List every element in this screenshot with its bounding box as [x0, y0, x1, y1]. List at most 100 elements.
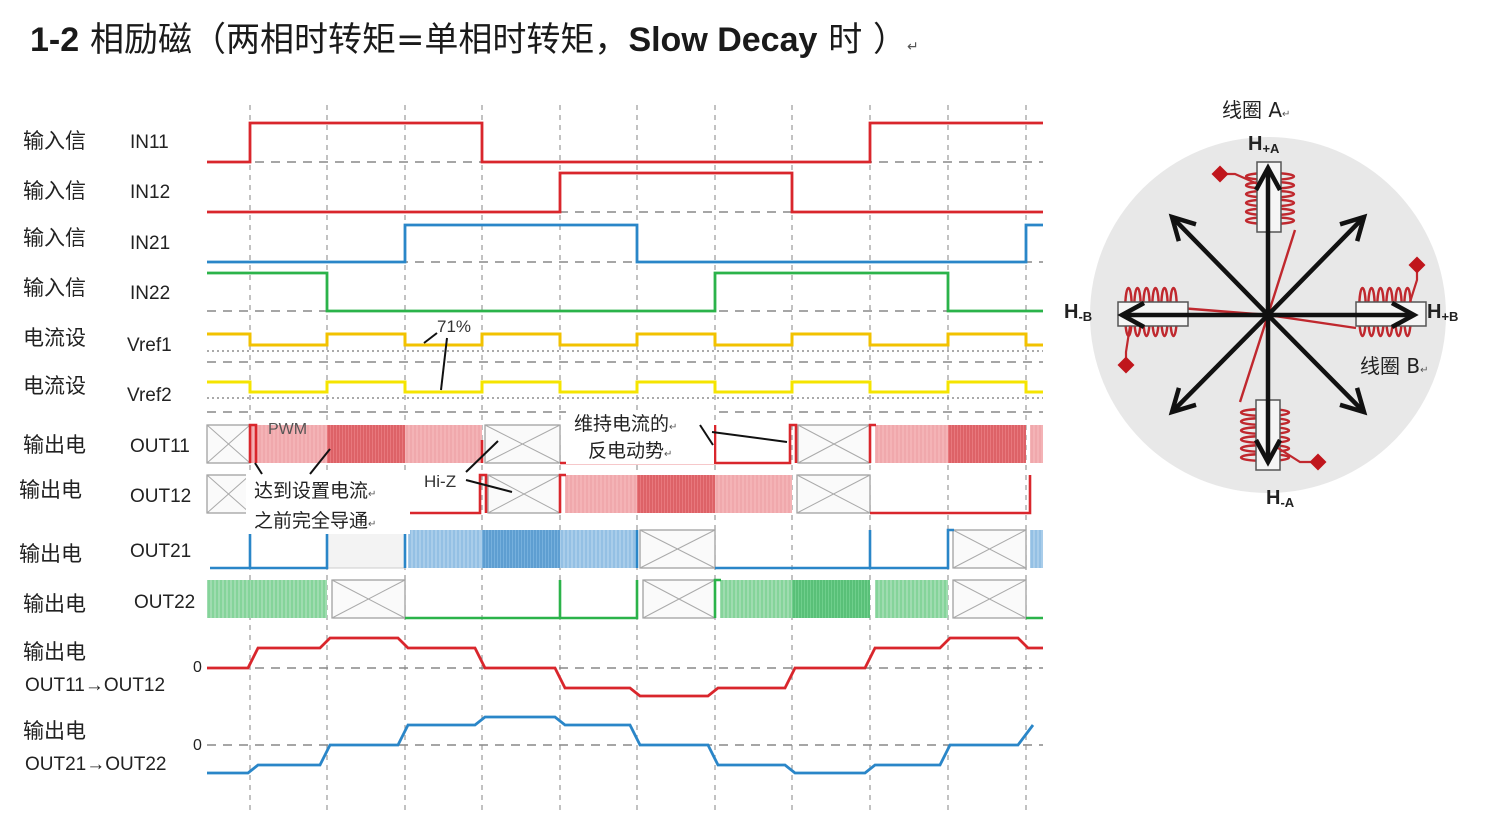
title-text: 相励磁（两相时转矩=单相时转矩，	[79, 20, 629, 60]
hold-arrow-2	[699, 424, 714, 446]
pwm-band	[408, 530, 482, 568]
pwm-band	[792, 580, 870, 618]
pwm-label: PWM	[268, 421, 307, 438]
pct-arrow-1	[423, 332, 438, 344]
wave-vref1	[207, 332, 1043, 347]
hiz-cross	[206, 474, 251, 514]
row-label: 输入信	[23, 179, 86, 203]
full-line1: 达到设置电流↵	[254, 480, 376, 502]
row-label: 输出电	[19, 542, 82, 566]
arrow-down-right	[1266, 313, 1366, 414]
arrow-up-head	[1254, 163, 1282, 192]
wave-vref2	[207, 380, 1043, 394]
wave-out11	[248, 423, 876, 465]
annotation-hiz: Hi-Z	[424, 440, 513, 493]
row-label: 输出电	[19, 478, 82, 502]
pwm-band	[875, 580, 948, 618]
zero-label-2: 0	[193, 737, 202, 754]
row-label: 输出电	[23, 640, 86, 664]
full-arrow-2	[309, 448, 331, 475]
hiz-arrow-2	[465, 479, 513, 493]
hiz-cross	[642, 579, 716, 619]
signal-label: OUT11→OUT12	[25, 675, 165, 696]
annotation-71-percent: 71%	[423, 317, 471, 391]
arrow-down-right-head	[1339, 387, 1368, 416]
h-plus-b-label: H+B	[1427, 301, 1458, 324]
wave-in21	[207, 223, 1043, 264]
pwm-band	[565, 475, 637, 513]
wave-in11	[207, 121, 1043, 164]
arrow-right-head	[1390, 301, 1419, 329]
hiz-cross	[639, 529, 716, 569]
coil-top	[1244, 171, 1296, 226]
pwm-band	[875, 425, 948, 463]
row-label: 输出电	[23, 719, 86, 743]
title-suffix: 时 ）	[817, 20, 908, 60]
hiz-cross	[952, 579, 1027, 619]
zero-label-1: 0	[193, 659, 202, 676]
annotation-hold-current: 维持电流的↵ 反电动势↵	[566, 410, 788, 464]
row-label: 输出电	[23, 433, 86, 457]
row-label: 输出电	[23, 592, 86, 616]
signal-label: Vref1	[127, 335, 172, 356]
coil-right	[1357, 286, 1413, 338]
signal-label: IN12	[130, 182, 170, 203]
hiz-cross	[484, 424, 561, 464]
row-label: 电流设	[23, 326, 86, 350]
arrow-down-left-head	[1168, 387, 1197, 416]
arrow-up-left	[1170, 215, 1270, 317]
paragraph-mark: ↵	[907, 39, 919, 55]
row-label: 输入信	[23, 129, 86, 153]
wave-in22	[207, 271, 1043, 313]
h-minus-b-label: H-B	[1064, 301, 1092, 324]
hold-arrow-1	[711, 431, 788, 443]
arrow-up-right	[1266, 215, 1366, 317]
pwm-band	[482, 530, 560, 568]
full-box	[246, 470, 410, 534]
full-line2: 之前完全导通↵	[254, 510, 376, 532]
arrow-up-right-head	[1339, 213, 1368, 242]
signal-label: OUT12	[130, 486, 191, 507]
signal-label: OUT22	[134, 592, 195, 613]
hiz-cross	[487, 474, 561, 514]
pwm-band	[720, 580, 792, 618]
h-minus-a-label: H-A	[1266, 487, 1295, 510]
hiz-cross	[797, 424, 871, 464]
wave-out12	[410, 473, 1032, 515]
hiz-cross	[206, 424, 251, 464]
wave-in12	[207, 171, 1043, 214]
winding-wire	[1179, 229, 1357, 403]
hold-line1: 维持电流的↵	[574, 413, 677, 435]
hiz-cross	[331, 579, 406, 619]
signal-label: OUT21→OUT22	[25, 754, 166, 775]
wave-i1	[207, 636, 1043, 698]
hiz-cross	[952, 529, 1027, 569]
coil-a-label: 线圈 A↵	[1222, 98, 1290, 122]
pct-label: 71%	[437, 317, 471, 336]
arrow-down-head	[1254, 438, 1282, 467]
wave-i2	[207, 715, 1035, 775]
waveforms	[206, 121, 1043, 775]
hold-box	[566, 410, 714, 464]
pwm-band	[327, 425, 405, 463]
hiz-box	[326, 529, 406, 569]
coil-bottom	[1239, 407, 1291, 463]
row-label: 电流设	[23, 374, 86, 398]
signal-label: IN21	[130, 233, 170, 254]
hiz-cross	[796, 474, 871, 514]
signal-label: OUT11	[130, 436, 190, 457]
signal-label: OUT21	[130, 541, 191, 562]
signal-label: IN22	[130, 283, 170, 304]
arrow-left-head	[1117, 301, 1146, 329]
hold-line2: 反电动势↵	[588, 440, 672, 462]
row-label: 输入信	[23, 276, 86, 300]
page-title: 1-2 相励磁（两相时转矩=单相时转矩，Slow Decay 时 ）↵	[30, 12, 919, 61]
full-arrow-1	[254, 462, 263, 475]
arrow-up-left-head	[1168, 213, 1197, 242]
wave-out21	[210, 528, 954, 570]
hiz-label: Hi-Z	[424, 472, 456, 491]
row-label: 输入信	[23, 226, 86, 250]
title-prefix: 1-2	[30, 21, 80, 59]
